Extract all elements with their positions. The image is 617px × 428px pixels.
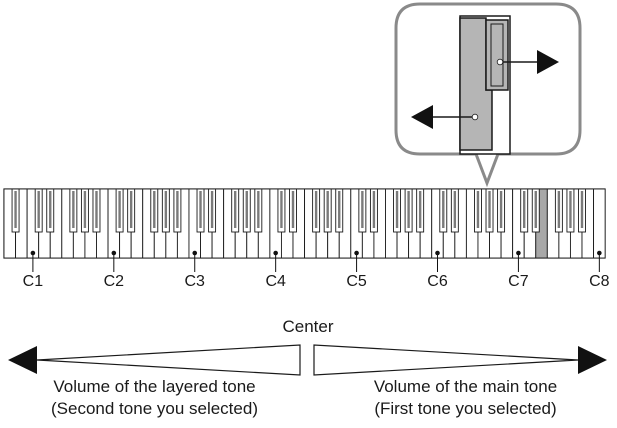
piano-keyboard <box>3 188 606 272</box>
black-key-shade <box>442 191 445 228</box>
black-key-shade <box>37 191 40 228</box>
black-keys <box>11 188 586 233</box>
octave-label: C5 <box>346 273 367 290</box>
black-key-shade <box>580 191 584 228</box>
octave-label: C1 <box>22 273 44 290</box>
black-key-shade <box>499 191 503 228</box>
black-key-shade <box>326 191 329 228</box>
black-key-shade <box>83 191 87 228</box>
black-key-shade <box>361 191 364 228</box>
main-tone-caption: Volume of the main tone (First tone you … <box>333 376 598 420</box>
black-key-shade <box>523 191 526 228</box>
black-key-shade <box>257 191 260 228</box>
black-key-shade <box>14 191 17 228</box>
black-key-shade <box>164 191 168 228</box>
black-key-shade <box>418 191 422 228</box>
octave-label: C7 <box>508 273 529 290</box>
arrow-right-icon <box>537 50 559 74</box>
black-key-shade <box>153 191 156 228</box>
black-key-shade <box>72 191 75 228</box>
black-key-shade <box>245 191 248 228</box>
white-keys <box>3 188 606 259</box>
black-key-shade <box>210 191 214 228</box>
black-key-shade <box>118 191 121 228</box>
black-key-shade <box>280 191 283 228</box>
arrow-left-icon <box>411 105 433 129</box>
black-key-shade <box>488 191 491 228</box>
c-key-markers <box>30 250 602 272</box>
black-key-shade <box>291 191 295 228</box>
black-key-shade <box>199 191 202 228</box>
center-label: Center <box>282 317 334 336</box>
black-key-shade <box>49 191 52 228</box>
black-key-shade <box>453 191 457 228</box>
main-tone-title: Volume of the main tone <box>373 377 558 396</box>
right-slider-part <box>485 19 509 91</box>
main-tone-subtitle: (First tone you selected) <box>374 399 557 418</box>
balance-graphic <box>8 344 607 376</box>
black-key-shade <box>395 191 399 228</box>
white-key <box>593 188 606 259</box>
black-key-shade <box>569 191 572 228</box>
black-key-shade <box>372 191 376 228</box>
main-volume-wedge <box>313 344 579 376</box>
black-key-shade <box>95 191 98 228</box>
black-key-shade <box>557 191 561 228</box>
black-key-shade <box>476 191 480 228</box>
octave-label: C8 <box>589 273 610 290</box>
arrow-left-icon <box>8 346 37 374</box>
octave-label: C3 <box>184 273 205 290</box>
black-key-shade <box>407 191 410 228</box>
black-key-shade <box>338 191 341 228</box>
layered-tone-caption: Volume of the layered tone (Second tone … <box>22 376 287 420</box>
black-key-shade <box>314 191 318 228</box>
black-key-shade <box>129 191 133 228</box>
layered-tone-title: Volume of the layered tone <box>53 377 256 396</box>
black-key-shade <box>534 191 537 228</box>
layered-tone-subtitle: (Second tone you selected) <box>51 399 258 418</box>
layered-volume-wedge <box>36 344 301 376</box>
octave-label: C2 <box>103 273 125 290</box>
black-key-shade <box>176 191 179 228</box>
arrow-right-icon <box>578 346 607 374</box>
octave-label: C4 <box>265 273 286 290</box>
black-key-shade <box>234 191 237 228</box>
octave-label: C6 <box>427 273 448 290</box>
split-slider-zoom <box>411 15 559 155</box>
